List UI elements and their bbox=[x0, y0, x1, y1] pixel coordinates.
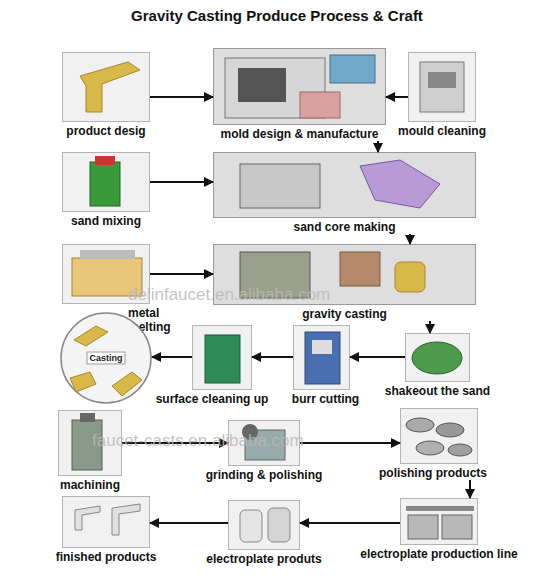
process-box: gravity casting bbox=[213, 244, 476, 321]
flow-arrow bbox=[252, 356, 293, 358]
flow-arrow bbox=[429, 321, 431, 333]
flow-arrow bbox=[300, 442, 400, 444]
label-holder: grinding & polishing bbox=[228, 468, 300, 482]
process-box: shakeout the sand bbox=[405, 333, 470, 398]
flow-arrow bbox=[150, 96, 213, 98]
flow-arrow bbox=[409, 234, 411, 244]
label-holder: product desig bbox=[62, 124, 150, 138]
process-box: polishing products bbox=[400, 408, 478, 480]
label-holder: sand mixing bbox=[62, 214, 150, 228]
illustration-panel bbox=[405, 333, 470, 382]
flow-arrow bbox=[386, 96, 408, 98]
process-box: machining bbox=[58, 410, 122, 492]
diagram-title: Gravity Casting Produce Process & Craft bbox=[0, 7, 554, 24]
flow-arrow bbox=[150, 522, 228, 524]
watermark: faucet-casts.en.alibaba.com bbox=[92, 431, 304, 451]
circle-shape bbox=[61, 313, 151, 403]
process-box: product desig bbox=[62, 52, 150, 138]
process-box: grinding & polishing bbox=[228, 420, 300, 482]
illustration-panel bbox=[62, 52, 150, 122]
label-holder: electroplate production line bbox=[400, 547, 478, 561]
node-label: sand core making bbox=[293, 220, 395, 234]
node-label: surface cleaning up bbox=[156, 392, 269, 406]
illustration-panel bbox=[400, 408, 478, 464]
label-holder: machining bbox=[58, 478, 122, 492]
flow-arrow bbox=[152, 356, 192, 358]
process-box: electroplate produts bbox=[228, 500, 300, 566]
node-label: grinding & polishing bbox=[206, 468, 323, 482]
illustration-panel bbox=[293, 325, 350, 390]
casting-circle: Casting bbox=[60, 312, 152, 404]
process-box: sand core making bbox=[213, 152, 476, 234]
node-label: electroplate produts bbox=[206, 552, 321, 566]
label-holder: burr cutting bbox=[293, 392, 350, 406]
node-label: Casting bbox=[86, 352, 125, 365]
label-holder: gravity casting bbox=[213, 307, 476, 321]
label-holder: shakeout the sand bbox=[405, 384, 470, 398]
node-label: mould cleaning bbox=[398, 124, 486, 138]
illustration-panel bbox=[213, 48, 386, 125]
flow-arrow bbox=[122, 442, 228, 444]
process-box: finished products bbox=[62, 496, 150, 564]
process-box: surface cleaning up bbox=[192, 325, 252, 406]
node-label: shakeout the sand bbox=[385, 384, 490, 398]
label-holder: finished products bbox=[62, 550, 150, 564]
label-holder: mold design & manufacture bbox=[213, 127, 386, 141]
label-holder: sand core making bbox=[213, 220, 476, 234]
flow-arrow bbox=[300, 522, 400, 524]
illustration-panel bbox=[408, 52, 476, 122]
node-label: machining bbox=[60, 478, 120, 492]
flow-arrow bbox=[150, 181, 213, 183]
process-box: electroplate production line bbox=[400, 498, 478, 561]
watermark: delinfaucet.en.alibaba.com bbox=[128, 285, 330, 305]
process-box: burr cutting bbox=[293, 325, 350, 406]
process-box: mould cleaning bbox=[408, 52, 476, 138]
illustration-panel bbox=[400, 498, 478, 545]
node-label: mold design & manufacture bbox=[220, 127, 378, 141]
illustration-panel bbox=[192, 325, 252, 390]
node-label: electroplate production line bbox=[360, 547, 517, 561]
illustration-panel bbox=[228, 500, 300, 550]
label-holder: surface cleaning up bbox=[192, 392, 252, 406]
label-holder: polishing products bbox=[400, 466, 478, 480]
flow-arrow bbox=[377, 141, 379, 152]
process-box: mold design & manufacture bbox=[213, 48, 386, 141]
illustration-panel bbox=[213, 152, 476, 218]
label-holder: mould cleaning bbox=[408, 124, 476, 138]
process-box: sand mixing bbox=[62, 152, 150, 228]
illustration-panel bbox=[62, 152, 150, 212]
node-label: sand mixing bbox=[71, 214, 141, 228]
node-label: burr cutting bbox=[292, 392, 359, 406]
node-label: product desig bbox=[66, 124, 145, 138]
node-label: gravity casting bbox=[302, 307, 387, 321]
node-label: finished products bbox=[56, 550, 157, 564]
flow-arrow bbox=[150, 273, 213, 275]
node-label: polishing products bbox=[379, 466, 487, 480]
label-holder: electroplate produts bbox=[228, 552, 300, 566]
illustration-panel bbox=[62, 496, 150, 548]
flow-arrow bbox=[350, 356, 405, 358]
flow-arrow bbox=[469, 480, 471, 498]
